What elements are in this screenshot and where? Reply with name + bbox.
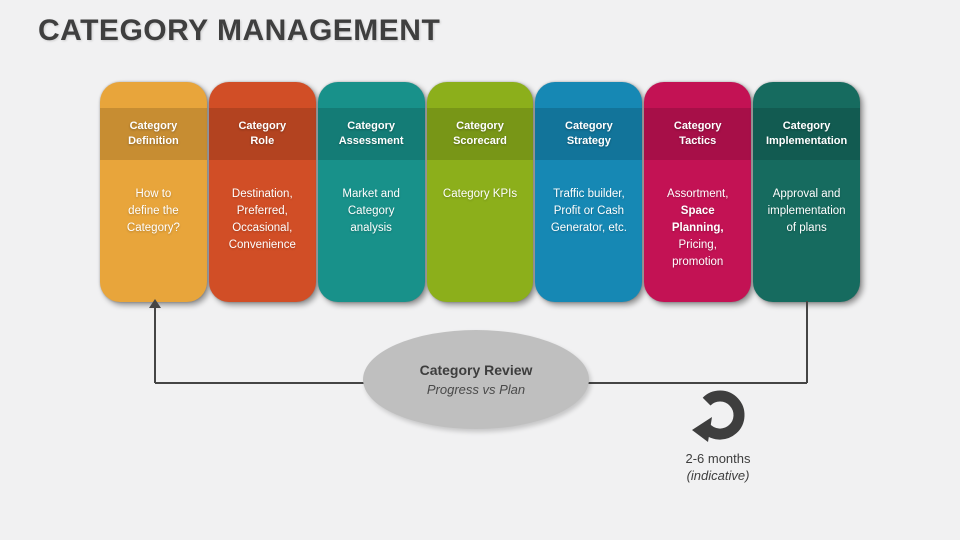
card-top-strip [209,82,316,108]
card-body-text: Category KPIs [442,188,518,200]
card-body-text: Assortment, [667,188,729,200]
cycle-note-label: (indicative) [686,468,750,483]
card-top-strip [753,82,860,108]
up-arrowhead-icon [149,299,161,308]
cycle-duration-label: 2-6 months [685,451,751,466]
card-header-category-implementation: Category Implementation [753,108,861,160]
card-body-category-assessment: Market and Category analysis [318,160,425,237]
card-body-text: Destination, Preferred, Occasional, Conv… [228,188,296,251]
card-body-text: Pricing, promotion [672,239,724,268]
review-subtitle: Progress vs Plan [426,382,526,397]
card-header-category-strategy: Category Strategy [535,108,643,160]
page-title: CATEGORY MANAGEMENT [38,14,441,47]
card-body-category-scorecard: Category KPIs [427,160,534,203]
review-loop-line-right [806,301,808,383]
card-body-text: How to define the Category? [126,188,180,234]
card-header-category-definition: Category Definition [100,108,207,160]
card-top-strip [318,82,425,108]
card-top-strip [644,82,751,108]
review-loop-line-left [154,307,156,383]
card-body-category-role: Destination, Preferred, Occasional, Conv… [209,160,316,254]
card-top-strip [100,82,207,108]
card-body-text: Market and Category analysis [342,188,400,234]
card-body-category-definition: How to define the Category? [100,160,207,237]
card-header-category-role: Category Role [208,108,316,160]
card-body-category-tactics: Assortment, Space Planning, Pricing, pro… [644,160,751,271]
category-review-ellipse: Category Review Progress vs Plan [363,330,589,429]
card-body-text: Approval and implementation of plans [767,188,846,234]
review-title: Category Review [419,362,533,378]
card-body-category-strategy: Traffic builder, Profit or Cash Generato… [535,160,642,237]
card-top-strip [427,82,534,108]
card-header-category-scorecard: Category Scorecard [426,108,534,160]
card-body-text-bold: Space Planning, [671,205,724,234]
card-header-category-assessment: Category Assessment [317,108,425,160]
circular-arrow-icon [692,390,745,442]
card-body-text: Traffic builder, Profit or Cash Generato… [550,188,627,234]
card-top-strip [535,82,642,108]
card-header-category-tactics: Category Tactics [644,108,752,160]
card-body-category-implementation: Approval and implementation of plans [753,160,860,237]
cycle-indicator: 2-6 months (indicative) [655,388,781,483]
